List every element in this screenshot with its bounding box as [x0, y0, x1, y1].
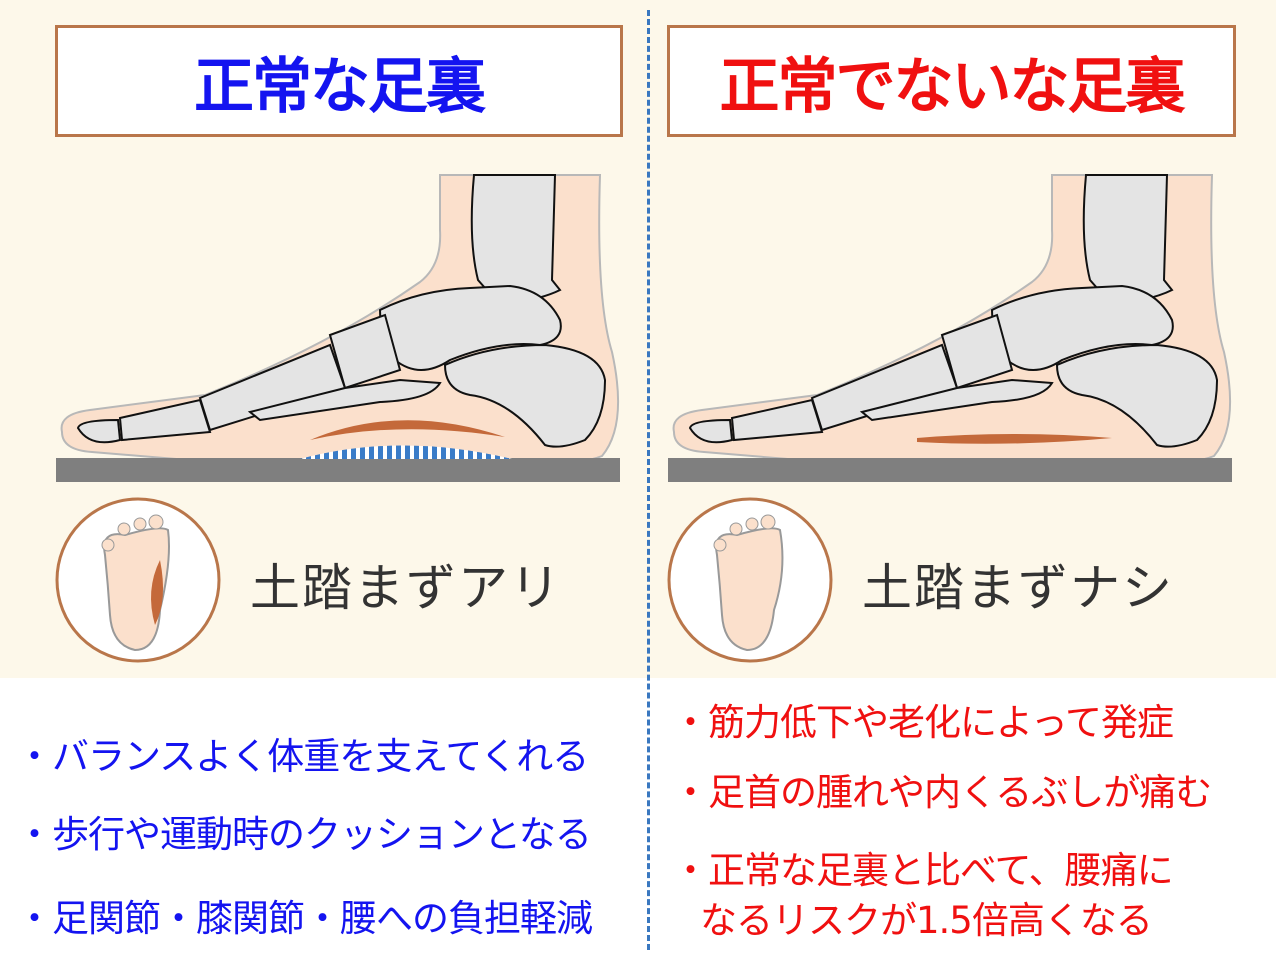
- abnormal-issue-item: ・足首の腫れや内くるぶしが痛む: [672, 771, 1212, 814]
- arch-ligament: [310, 420, 505, 440]
- flat-foot-illustration: [667, 174, 1233, 483]
- abnormal-issue-item: ・正常な足裏と比べて、腰痛に: [672, 849, 1174, 892]
- normal-foot-title: 正常な足裏: [55, 25, 623, 137]
- flat-footprint-icon: [667, 497, 833, 663]
- abnormal-foot-title: 正常でないな足裏: [667, 25, 1236, 137]
- arch-present-label: 土踏まずアリ: [250, 559, 562, 617]
- normal-benefit-item: ・足関節・膝関節・腰への負担軽減: [16, 897, 593, 940]
- normal-benefit-item: ・バランスよく体重を支えてくれる: [16, 735, 589, 778]
- arch-absent-label: 土踏まずナシ: [862, 559, 1174, 617]
- abnormal-issue-item-continued: なるリスクが1.5倍高くなる: [700, 899, 1153, 942]
- footprint-with-arch-icon: [55, 497, 221, 663]
- normal-benefit-item: ・歩行や運動時のクッションとなる: [16, 813, 592, 856]
- arch-cushion: [300, 445, 512, 459]
- abnormal-issue-item: ・筋力低下や老化によって発症: [672, 701, 1174, 744]
- panel-divider: [647, 10, 650, 950]
- foot-illustrations: [55, 174, 1233, 663]
- normal-foot-illustration: [55, 174, 621, 483]
